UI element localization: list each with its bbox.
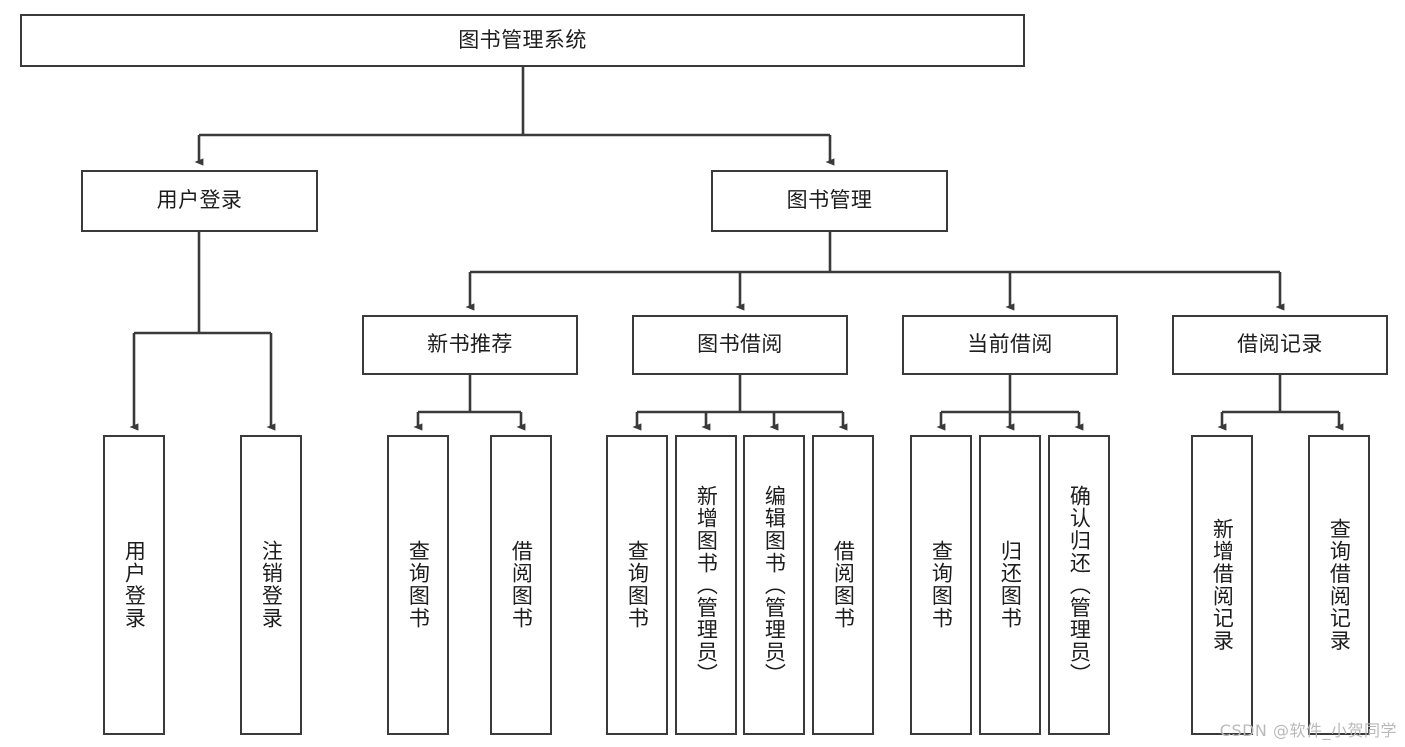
leaf-user-login-login[interactable]: 用户登录 [103,435,165,735]
node-user-login[interactable]: 用户登录 [81,170,318,232]
node-label: 图书管理 [786,188,873,213]
node-label: 新增图书（管理员） [694,484,719,686]
leaf-borrow-add-book-admin[interactable]: 新增图书（管理员） [675,435,737,735]
csdn-watermark: CSDN @软件_小贺同学 [1219,721,1397,740]
node-label: 图书管理系统 [458,27,587,52]
node-label: 新书推荐 [427,332,513,357]
node-label: 归还图书 [998,540,1023,630]
leaf-borrow-edit-book-admin[interactable]: 编辑图书（管理员） [743,435,805,735]
leaf-borrow-query-book[interactable]: 查询图书 [606,435,668,735]
leaf-current-confirm-return-admin[interactable]: 确认归还（管理员） [1048,435,1110,735]
node-label: 注销登录 [259,540,284,630]
leaf-newbook-query-book[interactable]: 查询图书 [387,435,449,735]
leaf-newbook-borrow-book[interactable]: 借阅图书 [490,435,552,735]
node-label: 借阅图书 [509,540,534,630]
leaf-record-add-borrow-record[interactable]: 新增借阅记录 [1191,435,1253,735]
node-label: 查询借阅记录 [1327,518,1352,652]
node-root-system[interactable]: 图书管理系统 [20,14,1025,67]
node-book-management[interactable]: 图书管理 [711,170,948,232]
node-label: 用户登录 [122,540,147,630]
node-label: 新增借阅记录 [1210,518,1235,652]
node-borrow-record[interactable]: 借阅记录 [1172,315,1388,375]
node-label: 用户登录 [156,188,243,213]
leaf-borrow-borrow-book[interactable]: 借阅图书 [812,435,874,735]
node-label: 借阅图书 [831,540,856,630]
node-label: 确认归还（管理员） [1067,484,1092,686]
leaf-user-login-logout[interactable]: 注销登录 [240,435,302,735]
leaf-current-query-book[interactable]: 查询图书 [910,435,972,735]
node-label: 当前借阅 [967,332,1053,357]
node-label: 图书借阅 [697,332,783,357]
node-book-borrow[interactable]: 图书借阅 [632,315,848,375]
node-new-book-recommend[interactable]: 新书推荐 [362,315,578,375]
node-label: 编辑图书（管理员） [762,484,787,686]
node-label: 查询图书 [625,540,650,630]
node-label: 借阅记录 [1237,332,1323,357]
leaf-record-query-borrow-record[interactable]: 查询借阅记录 [1308,435,1370,735]
node-label: 查询图书 [929,540,954,630]
node-current-borrow[interactable]: 当前借阅 [902,315,1118,375]
node-label: 查询图书 [406,540,431,630]
leaf-current-return-book[interactable]: 归还图书 [979,435,1041,735]
